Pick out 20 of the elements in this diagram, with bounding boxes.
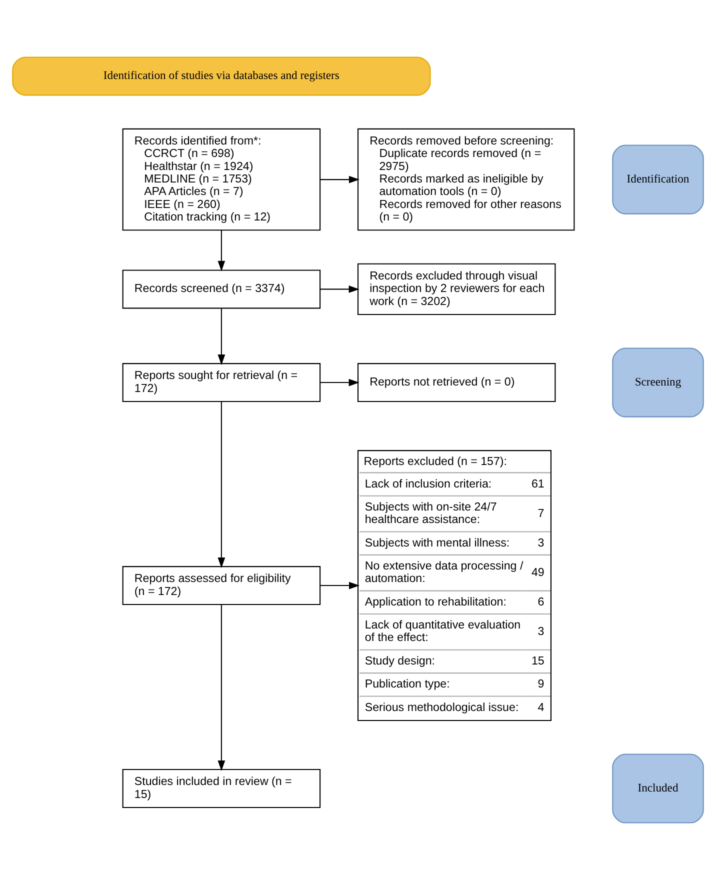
node-box: Included bbox=[612, 754, 704, 824]
node-box: Records removed before screening: Duplicate records removed (n = 2975) Records marked as ineligible by automation tools (n = 0) Records removed for other reasons (n = 0) bbox=[357, 128, 575, 231]
node-box: Reports assessed for eligibility (n = 172) bbox=[122, 566, 321, 606]
arrow bbox=[218, 604, 226, 772]
node-box: Reports sought for retrieval (n = 172) bbox=[122, 363, 321, 402]
node-box: Records identified from*: CCRCT (n = 698) Healthstar (n = 1924) MEDLINE (n = 1753) APA Articles (n = 7) IEEE (n = 260) Citation tracking (n = 12) bbox=[122, 128, 321, 231]
arrow bbox=[320, 378, 360, 386]
arrow bbox=[320, 286, 360, 293]
node-box: Studies included in review (n = 15) bbox=[122, 769, 321, 808]
arrow bbox=[218, 402, 226, 568]
node-box: Records screened (n = 3374) bbox=[122, 270, 321, 309]
arrow bbox=[320, 176, 360, 184]
node-box: Identification of studies via databases and registers bbox=[12, 56, 431, 96]
node-box: Identification bbox=[612, 144, 704, 214]
node-box: Records excluded through visual inspection by 2 reviewers for each work (n = 3202) bbox=[357, 263, 556, 316]
arrow bbox=[320, 582, 360, 590]
arrow bbox=[218, 230, 226, 272]
node-box: Reports not retrieved (n = 0) bbox=[357, 363, 556, 402]
arrow bbox=[218, 308, 226, 366]
node-box: Screening bbox=[612, 348, 704, 418]
